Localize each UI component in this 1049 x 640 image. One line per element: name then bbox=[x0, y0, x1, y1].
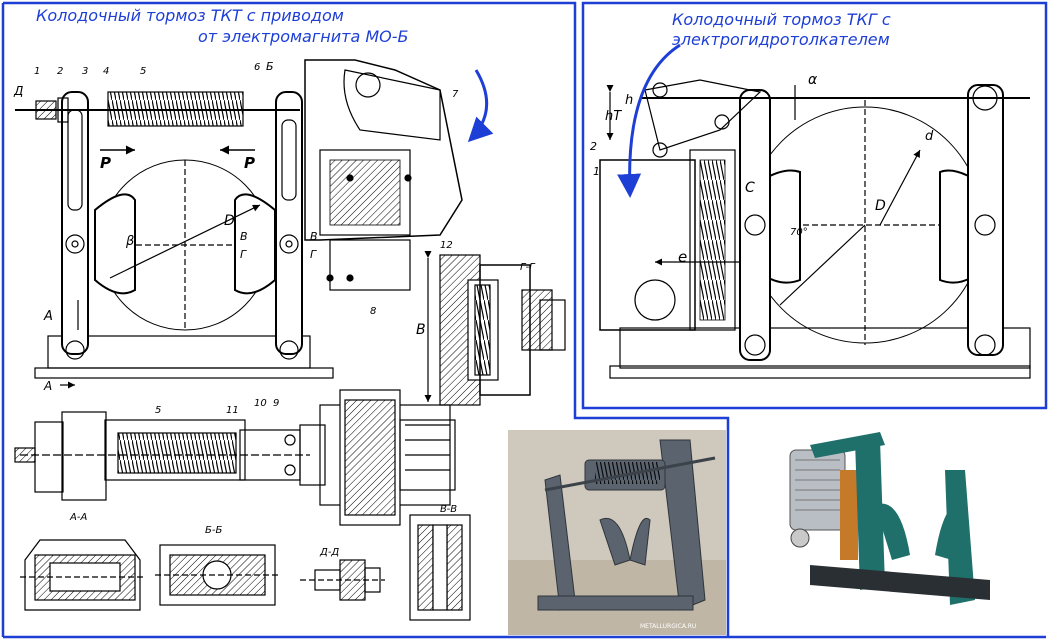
label-g-sec: Г bbox=[240, 248, 247, 261]
left-title-line1: Колодочный тормоз ТКТ с приводом bbox=[36, 6, 344, 25]
label-6: 6 bbox=[254, 62, 260, 73]
tkg-label-angle: 70° bbox=[790, 227, 808, 238]
tkg-photo bbox=[789, 432, 990, 605]
tkg-label-c: C bbox=[745, 180, 755, 196]
photo-watermark: METALLURGICA.RU bbox=[640, 623, 696, 630]
label-2: 2 bbox=[57, 66, 63, 77]
label-a: A bbox=[43, 309, 53, 324]
label-1: 1 bbox=[34, 66, 40, 77]
label-v-sec2: B bbox=[310, 230, 318, 243]
right-title-line2: электрогидротолкателем bbox=[672, 30, 890, 49]
tkg-label-ht: hT bbox=[605, 109, 622, 124]
left-title-line2: от электромагнита МО-Б bbox=[198, 27, 409, 46]
label-10: 10 bbox=[254, 398, 267, 409]
tkt-main-drawing bbox=[15, 59, 463, 389]
label-v-sec: B bbox=[240, 230, 248, 243]
label-9: 9 bbox=[273, 398, 279, 409]
tkg-label-h: h bbox=[625, 93, 633, 108]
label-section-dd: Д-Д bbox=[319, 547, 339, 558]
label-8: 8 bbox=[370, 306, 376, 317]
label-b-top: Б bbox=[266, 60, 274, 73]
tkg-main-drawing bbox=[599, 79, 1031, 379]
label-4: 4 bbox=[103, 66, 109, 77]
label-12: 12 bbox=[440, 240, 453, 251]
sections-row-drawing bbox=[20, 514, 471, 621]
label-g-sec2: Г bbox=[310, 248, 317, 261]
label-p-left: P bbox=[100, 154, 111, 172]
section-gg-drawing bbox=[424, 250, 566, 406]
label-7: 7 bbox=[452, 89, 459, 100]
label-gg: Г-Г bbox=[520, 262, 536, 273]
tkg-label-1: 1 bbox=[593, 165, 600, 178]
label-3: 3 bbox=[82, 66, 88, 77]
label-d-letter: Д bbox=[13, 84, 23, 98]
blue-arrow-right bbox=[617, 43, 681, 198]
label-b-dim: B bbox=[416, 322, 426, 338]
tkt-plan-drawing bbox=[14, 389, 456, 526]
tkg-label-e: e bbox=[678, 248, 687, 266]
blue-arrow-left bbox=[467, 69, 494, 143]
label-a-arrow: A bbox=[43, 379, 52, 393]
label-5b: 5 bbox=[155, 405, 161, 416]
label-11: 11 bbox=[226, 405, 239, 416]
tkt-photo: METALLURGICA.RU bbox=[508, 430, 726, 635]
label-d-diameter: D bbox=[224, 213, 235, 229]
right-title-line1: Колодочный тормоз ТКГ с bbox=[672, 10, 891, 29]
label-section-bb: Б-Б bbox=[205, 525, 222, 536]
label-beta: β bbox=[125, 234, 134, 249]
tkg-label-2: 2 bbox=[590, 140, 597, 153]
label-5: 5 bbox=[140, 66, 146, 77]
tkg-label-d: d bbox=[925, 129, 934, 144]
label-section-vv: B-B bbox=[440, 504, 457, 515]
tkt-labels: 1 2 3 4 5 6 7 8 9 10 11 12 5 Д Б P P β D… bbox=[13, 60, 536, 558]
label-p-right: P bbox=[244, 154, 255, 172]
tkg-labels: 1 2 hT h α d D C e 70° bbox=[590, 72, 934, 266]
tkg-label-alpha: α bbox=[808, 72, 818, 88]
tkg-label-big-d: D bbox=[875, 198, 886, 214]
label-section-aa: A-A bbox=[69, 512, 87, 523]
